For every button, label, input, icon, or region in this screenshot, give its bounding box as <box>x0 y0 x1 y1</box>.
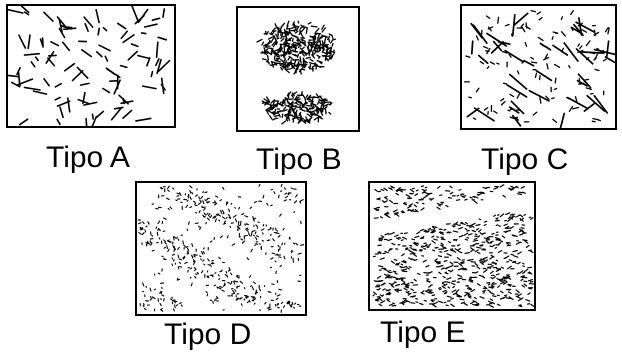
texture-tipo-d <box>137 183 305 314</box>
texture-tipo-a <box>8 6 174 126</box>
panel-tipo-a <box>6 4 176 128</box>
panel-tipo-b <box>236 6 360 132</box>
caption-tipo-c: Tipo C <box>481 145 568 175</box>
caption-tipo-d: Tipo D <box>164 320 251 350</box>
texture-tipo-e <box>370 183 534 309</box>
panel-tipo-e <box>368 181 536 311</box>
caption-tipo-a: Tipo A <box>46 143 130 173</box>
panel-tipo-d <box>135 181 307 316</box>
panel-tipo-c <box>460 4 617 130</box>
texture-tipo-c <box>462 6 615 128</box>
texture-tipo-b <box>238 8 358 130</box>
caption-tipo-e: Tipo E <box>380 318 466 348</box>
caption-tipo-b: Tipo B <box>256 145 342 175</box>
